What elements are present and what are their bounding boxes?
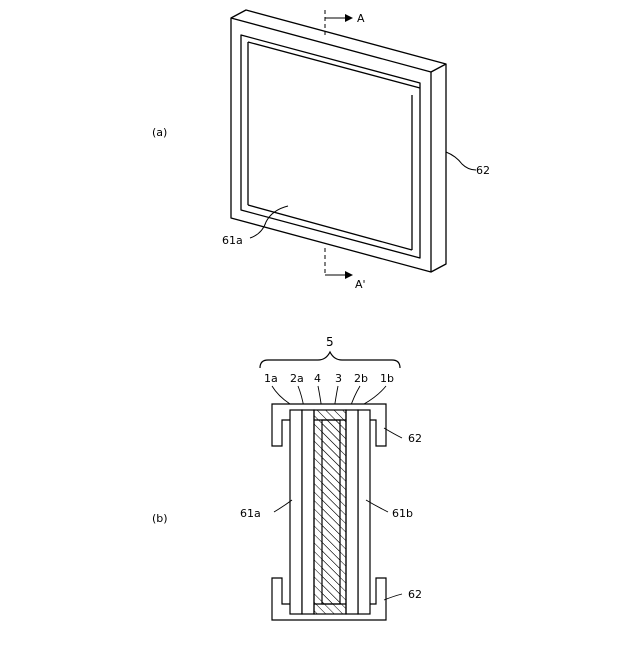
label-3: 3 [335, 372, 342, 385]
leader-62-a [446, 152, 476, 170]
figure-b: (b) 5 1a 2a 4 3 2b 1b [152, 335, 422, 620]
label-62-b-top: 62 [408, 432, 422, 445]
label-4: 4 [314, 372, 321, 385]
leader-62-b-bottom [384, 594, 402, 600]
brace-5 [260, 352, 400, 368]
caption-b: (b) [152, 512, 168, 525]
label-62-b-bottom: 62 [408, 588, 422, 601]
label-2b: 2b [354, 372, 368, 385]
label-section-a: A [357, 12, 365, 25]
label-61a-a: 61a [222, 234, 243, 247]
cross-section [272, 404, 386, 620]
label-61a-b: 61a [240, 507, 261, 520]
label-2a: 2a [290, 372, 304, 385]
label-61b-b: 61b [392, 507, 413, 520]
figure-a: (a) A A' 62 [152, 10, 490, 291]
label-62-a: 62 [476, 164, 490, 177]
label-section-a-prime: A' [355, 278, 366, 291]
label-5: 5 [326, 335, 334, 349]
label-1b: 1b [380, 372, 394, 385]
leader-61a-b [274, 500, 292, 512]
caption-a: (a) [152, 126, 167, 139]
leader-62-b-top [384, 428, 402, 438]
label-1a: 1a [264, 372, 278, 385]
frame-perspective [231, 10, 446, 272]
